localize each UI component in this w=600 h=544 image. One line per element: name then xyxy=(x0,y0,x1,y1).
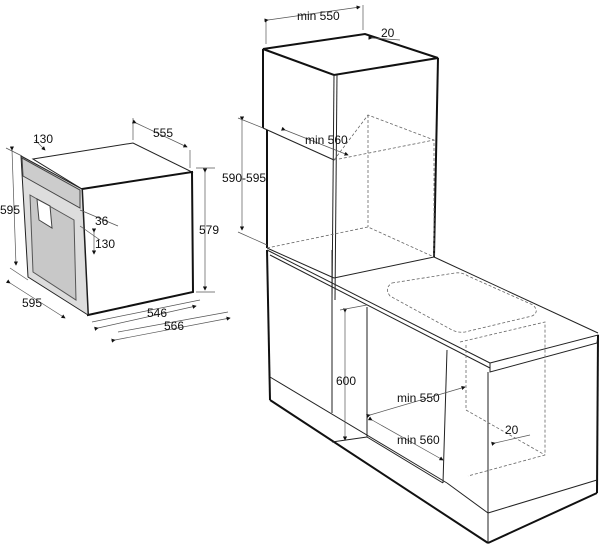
tall-cabinet-drawing: min 550 20 min 560 590-595 xyxy=(222,5,439,301)
oven-drawing: 555 130 595 595 36 130 579 546 566 xyxy=(0,118,231,343)
dim-tall-min-550: min 550 xyxy=(297,9,340,23)
dim-oven-130-door: 130 xyxy=(95,237,115,251)
oven-control-panel xyxy=(21,157,81,209)
dim-oven-36: 36 xyxy=(95,214,109,228)
dim-oven-595-height: 595 xyxy=(0,203,20,217)
dim-tall-590-595: 590-595 xyxy=(222,171,266,185)
dim-tall-20: 20 xyxy=(381,26,395,40)
dim-under-600: 600 xyxy=(336,374,356,388)
dim-under-min-560: min 560 xyxy=(397,433,440,447)
dim-oven-595-width: 595 xyxy=(22,296,42,310)
dim-oven-546: 546 xyxy=(147,306,167,320)
dim-tall-min-560: min 560 xyxy=(305,133,348,147)
dim-under-min-550: min 550 xyxy=(397,391,440,405)
dim-under-20: 20 xyxy=(505,423,519,437)
dim-oven-555: 555 xyxy=(153,126,173,140)
under-counter-drawing: 600 min 550 min 560 20 xyxy=(266,249,599,544)
dim-oven-130-panel: 130 xyxy=(33,132,53,146)
dim-oven-579: 579 xyxy=(199,223,219,237)
oven-handle xyxy=(36,198,53,229)
dim-oven-566: 566 xyxy=(164,319,184,333)
